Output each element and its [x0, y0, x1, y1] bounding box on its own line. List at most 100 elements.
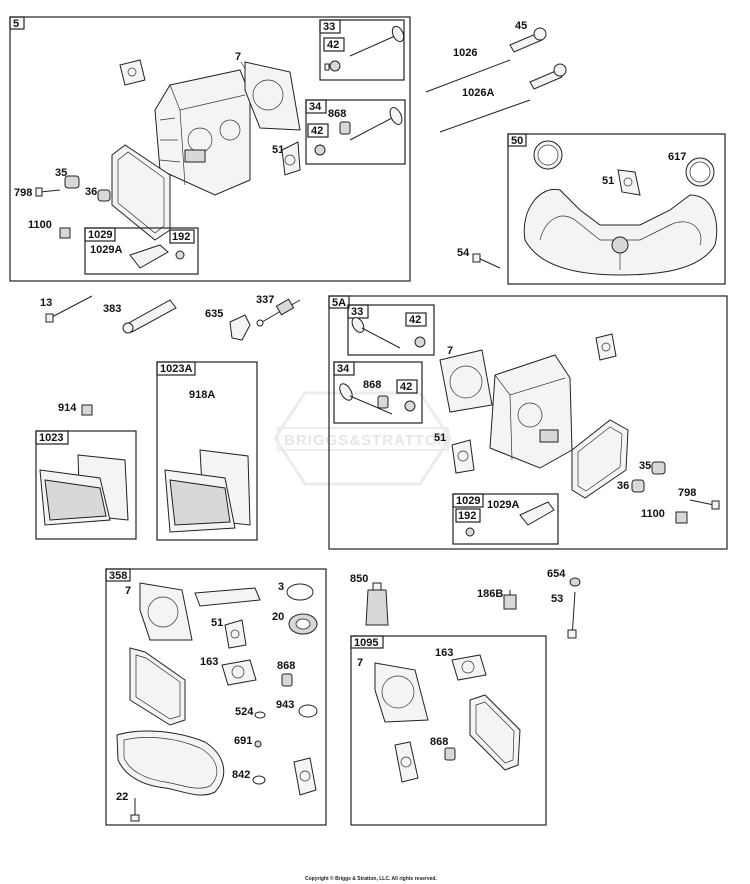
box-5A-id: 5A	[332, 297, 346, 309]
watermark-text: BRIGGS&STRATTON	[284, 432, 449, 449]
box-33-id: 33	[323, 21, 335, 33]
valve-guide	[339, 121, 351, 135]
o-ring-524	[254, 711, 266, 719]
label-1100-a: 1100	[28, 219, 52, 231]
label-35-a: 35	[55, 167, 67, 179]
valve-keeper	[324, 60, 341, 72]
label-51-d: 51	[211, 617, 223, 629]
gasket-163-a	[221, 659, 257, 686]
gasket-small-a	[119, 59, 146, 86]
gasket-163-b	[451, 654, 487, 681]
box-42c-id: 42	[409, 314, 421, 326]
rocker-arm-a	[129, 244, 169, 269]
valve-guide-868-c	[281, 673, 293, 687]
box-34A	[333, 361, 423, 424]
cover-gasket-c	[129, 647, 186, 726]
label-22: 22	[116, 791, 128, 803]
label-51-b: 51	[602, 175, 614, 187]
spark-plug-boot-635	[229, 314, 251, 341]
clip-1100-b	[675, 511, 688, 524]
box-192A-id: 192	[458, 510, 476, 522]
box-1029-id: 1029	[88, 229, 112, 241]
head-gasket-c	[139, 582, 193, 641]
label-51-a: 51	[272, 144, 284, 156]
seal-ring-3	[286, 583, 314, 601]
label-163-a: 163	[200, 656, 218, 668]
head-gasket-b	[439, 349, 493, 413]
label-1029A-b: 1029A	[487, 499, 519, 511]
box-1095	[350, 635, 547, 826]
o-ring-943	[298, 704, 318, 718]
gasket-small-c	[293, 757, 317, 796]
box-42a-id: 42	[327, 39, 339, 51]
valve-exhaust-b	[351, 317, 401, 349]
label-617: 617	[668, 151, 686, 163]
gasket-small-b	[595, 333, 617, 361]
push-rod-1026A	[439, 99, 531, 133]
box-5A	[328, 295, 728, 550]
label-798-b: 798	[678, 487, 696, 499]
box-1029A-id: 1029	[456, 495, 480, 507]
plug-691	[254, 740, 262, 748]
box-34A-id: 34	[337, 363, 350, 375]
crankcase-gasket	[116, 730, 225, 796]
label-842: 842	[232, 769, 250, 781]
gasket-ring-a	[533, 140, 563, 170]
box-5	[9, 16, 411, 282]
label-1100-b: 1100	[641, 508, 665, 520]
box-1023A-id: 1023A	[160, 363, 192, 375]
box-34	[305, 99, 406, 165]
push-rod-1026	[425, 59, 511, 93]
valve-cover-1023A	[164, 449, 251, 533]
gasket-51-d	[224, 619, 247, 649]
label-850: 850	[350, 573, 368, 585]
gasket-curved	[194, 587, 261, 607]
bolt-798-b	[689, 499, 720, 510]
label-186B: 186B	[477, 588, 503, 600]
sealant-tube-850	[365, 582, 389, 626]
label-868-a: 868	[328, 108, 346, 120]
cylinder-head	[154, 69, 251, 196]
label-868-d: 868	[430, 736, 448, 748]
label-943: 943	[276, 699, 294, 711]
label-337: 337	[256, 294, 274, 306]
cap-654	[569, 577, 581, 587]
box-42b-id: 42	[311, 125, 323, 137]
cover-gasket-d	[469, 694, 521, 771]
bolt-22	[130, 798, 140, 822]
bolt-914	[81, 404, 93, 416]
box-1023A	[156, 361, 258, 541]
dipstick-tube-53	[567, 591, 577, 639]
push-rod-guide-b	[529, 63, 567, 90]
box-42d-id: 42	[400, 381, 412, 393]
label-20: 20	[272, 611, 284, 623]
label-868-c: 868	[277, 660, 295, 672]
label-1026A: 1026A	[462, 87, 494, 99]
label-635: 635	[205, 308, 223, 320]
box-34-id: 34	[309, 101, 322, 113]
box-192-id: 192	[172, 231, 190, 243]
label-383: 383	[103, 303, 121, 315]
valve-intake	[349, 107, 403, 141]
gasket-51-a	[281, 141, 301, 176]
label-13: 13	[40, 297, 52, 309]
box-33	[319, 19, 405, 81]
box-1023	[35, 430, 137, 540]
gasket-ring-617	[685, 157, 715, 187]
label-1029A-a: 1029A	[90, 244, 122, 256]
box-33A	[347, 304, 435, 356]
label-918A: 918A	[189, 389, 215, 401]
label-163-b: 163	[435, 647, 453, 659]
label-798-a: 798	[14, 187, 32, 199]
valve-intake-b	[339, 383, 393, 415]
box-50	[507, 133, 726, 285]
box-1023-id: 1023	[39, 432, 63, 444]
cover-gasket-b	[571, 419, 629, 499]
gasket-51-b	[617, 169, 641, 196]
clip-1100-a	[59, 227, 71, 239]
box-1095-id: 1095	[354, 637, 378, 649]
bolt-798-a	[35, 187, 61, 197]
valve-guide-868-d	[444, 747, 456, 761]
label-51-c: 51	[434, 432, 446, 444]
spring-36-b	[631, 479, 645, 493]
